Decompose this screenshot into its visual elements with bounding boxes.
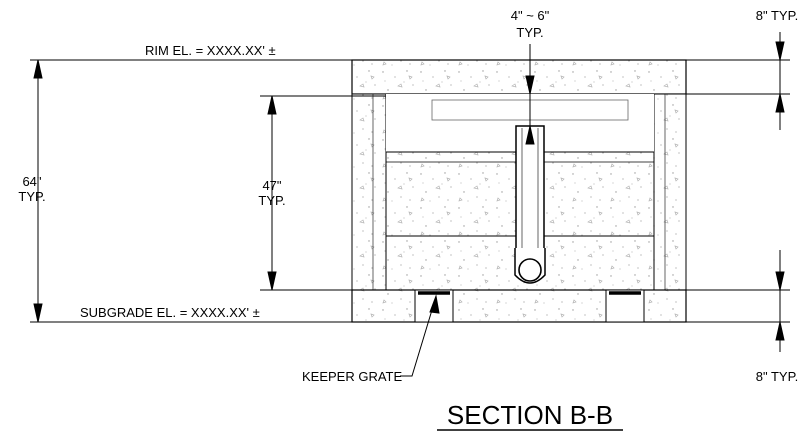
top-slab: [351, 59, 687, 95]
depth-range-label: 4" ~ 6": [511, 8, 550, 23]
center-post: [515, 125, 545, 263]
inner-height-label: 47": [262, 178, 281, 193]
dimension-lines: [30, 32, 790, 377]
subgrade-elevation-label: SUBGRADE EL. = XXXX.XX' ±: [80, 305, 260, 320]
pipe-circle: [518, 258, 542, 282]
bottom-wall-thickness-label: 8" TYP.: [756, 369, 798, 384]
left-wall: [351, 93, 387, 291]
keeper-grate-right: [605, 289, 645, 323]
section-title: SECTION B-B: [447, 400, 613, 430]
overall-height-typ-label: TYP.: [18, 189, 45, 204]
inner-height-typ-label: TYP.: [258, 193, 285, 208]
depth-typ-label: TYP.: [516, 25, 543, 40]
top-wall-thickness-label: 8" TYP.: [756, 8, 798, 23]
keeper-grate-label: KEEPER GRATE: [302, 369, 403, 384]
rim-elevation-label: RIM EL. = XXXX.XX' ±: [145, 43, 276, 58]
right-wall: [653, 93, 687, 291]
vault-structure: [351, 59, 687, 323]
overall-height-label: 64": [22, 174, 41, 189]
